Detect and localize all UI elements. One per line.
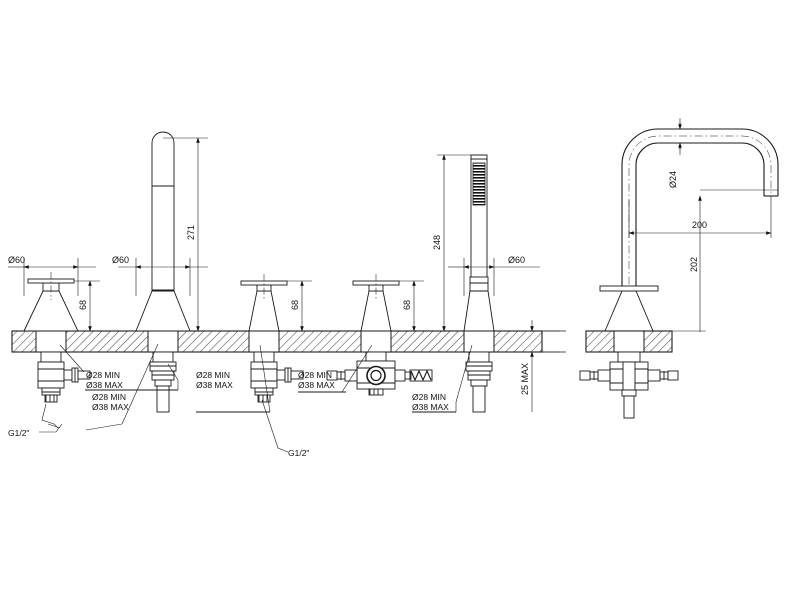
callout-hole-4-line1: Ø28 MIN xyxy=(298,370,332,380)
callout-text-group: Ø28 MIN Ø38 MAX Ø28 MIN Ø38 MAX Ø28 MIN … xyxy=(8,370,449,458)
dim-spout-height: 271 xyxy=(186,225,196,240)
callout-hole-2-line1: Ø28 MIN xyxy=(92,392,126,402)
callout-supply-thread-left: G1/2" xyxy=(8,428,29,438)
dim-spout-tube-dia: Ø24 xyxy=(668,171,678,188)
dim-handshower-height: 248 xyxy=(432,235,442,250)
dim-escutcheon-dia-3: Ø60 xyxy=(508,255,525,265)
fitting-cross-handle-1 xyxy=(240,274,304,403)
leader-lines xyxy=(39,343,473,453)
callout-hole-3-line2: Ø38 MAX xyxy=(196,380,233,390)
fitting-cross-handle-2 xyxy=(326,274,433,396)
deck-countertop xyxy=(11,330,566,353)
dim-handle-height-3: 68 xyxy=(402,300,412,310)
callout-hole-4-line2: Ø38 MAX xyxy=(298,380,335,390)
dim-handle-height-2: 68 xyxy=(290,300,300,310)
fitting-left-valve xyxy=(23,272,91,403)
fitting-handshower xyxy=(463,154,495,413)
fitting-spout-front xyxy=(135,131,191,413)
dim-spout-reach: 200 xyxy=(692,220,707,230)
dim-spout-side-height: 202 xyxy=(689,257,699,272)
dim-escutcheon-dia-2: Ø60 xyxy=(112,255,129,265)
callout-hole-5-line2: Ø38 MAX xyxy=(412,402,449,412)
dim-handle-height-1: 68 xyxy=(78,300,88,310)
callout-hole-2-line2: Ø38 MAX xyxy=(92,402,129,412)
callout-hole-3-line1: Ø28 MIN xyxy=(196,370,230,380)
callout-hole-1-line2: Ø38 MAX xyxy=(86,380,123,390)
callout-hole-5-line1: Ø28 MIN xyxy=(412,392,446,402)
dimension-text-group: Ø60 Ø60 Ø60 68 68 68 271 248 25 MAX Ø24 … xyxy=(8,171,707,395)
callout-supply-thread-center: G1/2" xyxy=(288,448,309,458)
dim-escutcheon-dia-1: Ø60 xyxy=(8,255,25,265)
dim-deck-thickness: 25 MAX xyxy=(520,363,530,395)
callout-hole-1-line1: Ø28 MIN xyxy=(86,370,120,380)
dimension-lines xyxy=(8,118,778,412)
